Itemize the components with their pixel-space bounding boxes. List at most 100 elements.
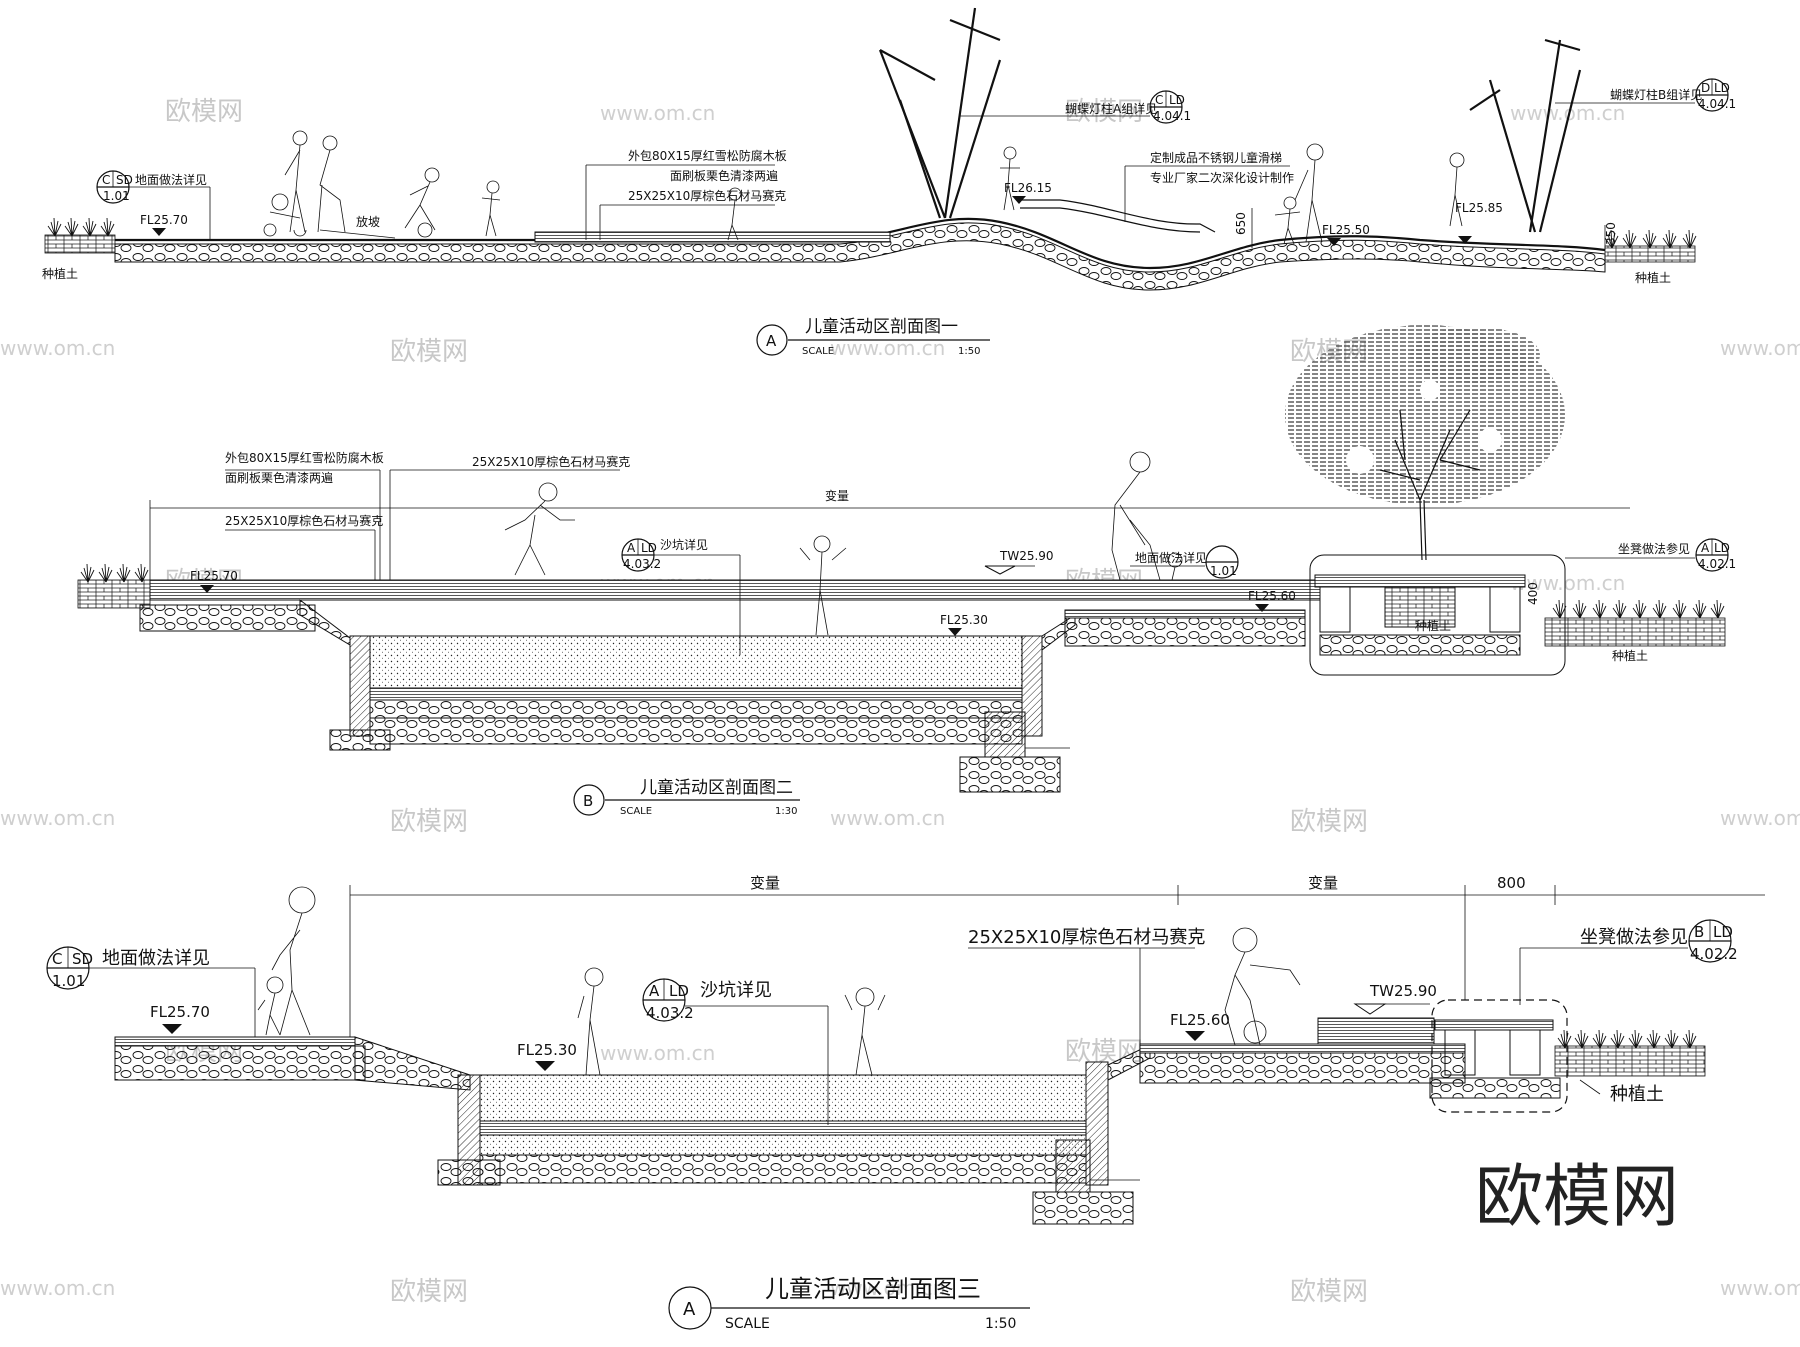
slide <box>1020 199 1216 233</box>
butterfly-lamp-a <box>878 7 1002 219</box>
watermark: 欧模网 <box>1065 97 1143 127</box>
svg-text:25X25X10厚棕色石材马赛克: 25X25X10厚棕色石材马赛克 <box>628 188 786 203</box>
svg-text:LD: LD <box>1169 93 1185 107</box>
wood-deck <box>149 579 1321 601</box>
watermark-url: www.om.cn <box>1510 571 1625 595</box>
stone-base-right <box>1064 617 1306 647</box>
planting-soil-label: 种植土 <box>1612 648 1648 663</box>
svg-text:LD: LD <box>641 541 657 555</box>
level-markers <box>152 196 1472 246</box>
svg-text:C: C <box>52 950 62 968</box>
leader-text: 地面做法详见 <box>135 172 207 187</box>
slope-label: 放坡 <box>356 214 380 229</box>
people-figures <box>263 130 1465 245</box>
svg-text:4.02.1: 4.02.1 <box>1698 557 1736 571</box>
section-title: 儿童活动区剖面图二 <box>640 778 793 798</box>
gravel-base <box>369 717 1023 745</box>
watermark: 欧模网 <box>1290 1277 1368 1307</box>
sandpit-wall-left <box>349 635 371 737</box>
section-3: 变量 变量 800 <box>46 874 1765 1332</box>
svg-text:蝴蝶灯柱B组详见: 蝴蝶灯柱B组详见 <box>1610 87 1702 102</box>
svg-text:SCALE: SCALE <box>725 1316 770 1332</box>
stone-base-band <box>114 222 1606 291</box>
svg-text:A: A <box>1701 541 1710 555</box>
drain-pit <box>1055 1139 1091 1193</box>
planting-soil-label: 种植土 <box>1610 1084 1664 1105</box>
svg-text:面刷板栗色清漆两遍: 面刷板栗色清漆两遍 <box>670 169 778 183</box>
detail-ref-sandpit: A LD 4.03.2 沙坑详见 <box>621 537 741 655</box>
planting-soil-label: 种植土 <box>42 266 78 281</box>
section-title-3: A 儿童活动区剖面图三 SCALE 1:50 <box>668 1275 1030 1332</box>
watermark: 欧模网 <box>390 337 468 367</box>
footing-left <box>437 1159 501 1186</box>
slope-base <box>354 1036 471 1091</box>
stone-base <box>139 604 316 632</box>
watermark: 欧模网 <box>390 1277 468 1307</box>
material-callout: 外包80X15厚红雪松防腐木板 面刷板栗色清漆两遍 25X25X10厚棕色石材马… <box>225 450 630 580</box>
svg-text:1:30: 1:30 <box>775 806 797 817</box>
svg-text:D: D <box>1701 81 1710 95</box>
dimension-label: 650 <box>1234 212 1248 235</box>
section-2: 变量 <box>77 325 1736 817</box>
svg-text:1.01: 1.01 <box>1210 564 1237 578</box>
detail-ref-ground: 地面做法详见 1.01 <box>1130 545 1239 579</box>
detail-ref-ground: C SD 1.01 地面做法详见 <box>46 946 256 1037</box>
svg-text:4.04.1: 4.04.1 <box>1153 109 1191 123</box>
svg-text:外包80X15厚红雪松防腐木板: 外包80X15厚红雪松防腐木板 <box>628 148 787 163</box>
detail-ref-lamp-a: 蝴蝶灯柱A组详见 C LD 4.04.1 <box>960 90 1191 124</box>
svg-text:地面做法详见: 地面做法详见 <box>1135 550 1207 565</box>
watermark: 欧模网 <box>390 807 468 837</box>
butterfly-lamp-b <box>1469 38 1582 233</box>
watermark-url: www.om.cn <box>0 1276 115 1300</box>
dimension-label: 400 <box>1526 582 1540 605</box>
level-label: TW25.90 <box>1369 982 1437 1000</box>
title-badge: A <box>766 332 777 350</box>
gravel-layer <box>479 1134 1087 1156</box>
dimension-label: 800 <box>1497 874 1526 892</box>
section-title-2: B 儿童活动区剖面图二 SCALE 1:30 <box>573 778 800 817</box>
svg-text:SD: SD <box>72 950 93 968</box>
grass <box>1557 1029 1697 1049</box>
planting-soil-left <box>77 579 151 609</box>
watermark: 欧模网 <box>165 97 243 127</box>
level-label: FL25.50 <box>1322 223 1370 237</box>
tree <box>1285 325 1565 561</box>
watermark-url: www.om.cn <box>1720 336 1800 360</box>
detail-ref-bench: 坐凳做法参见 A LD 4.02.1 <box>1565 538 1736 572</box>
level-label: FL25.85 <box>1455 201 1503 215</box>
detail-ref-sandpit: A LD 4.03.2 沙坑详见 <box>642 978 829 1125</box>
svg-text:坐凳做法参见: 坐凳做法参见 <box>1618 541 1690 556</box>
gravel-layer <box>369 699 1023 719</box>
watermark: 欧模网 <box>1290 807 1368 837</box>
sand-fill <box>479 1074 1087 1122</box>
wood-deck <box>534 231 891 243</box>
dimension-label: 变量 <box>1308 874 1338 892</box>
section-title: 儿童活动区剖面图三 <box>765 1275 981 1303</box>
svg-text:沙坑详见: 沙坑详见 <box>660 537 708 552</box>
level-label: FL25.70 <box>140 213 188 227</box>
level-markers <box>162 1003 1387 1071</box>
material-callout: 外包80X15厚红雪松防腐木板 面刷板栗色清漆两遍 25X25X10厚棕色石材马… <box>585 148 787 240</box>
dimension-label: 变量 <box>825 488 849 503</box>
svg-text:LD: LD <box>1714 81 1730 95</box>
brand-logo: 欧模网 <box>1475 1158 1679 1237</box>
svg-text:A: A <box>627 541 636 555</box>
svg-text:1:50: 1:50 <box>985 1316 1016 1332</box>
svg-text:25X25X10厚棕色石材马赛克: 25X25X10厚棕色石材马赛克 <box>225 513 383 528</box>
stone-base-right <box>1139 1052 1466 1084</box>
planting-soil-right <box>1544 617 1726 647</box>
watermark-url: www.om.cn <box>830 806 945 830</box>
detail-ref-ground: C SD 1.01 地面做法详见 <box>96 170 211 240</box>
drain-base <box>1032 1191 1134 1225</box>
drain-base <box>959 756 1061 793</box>
svg-text:1.01: 1.01 <box>103 189 130 203</box>
sand-layer <box>479 1120 1087 1136</box>
svg-text:C: C <box>102 173 110 187</box>
watermark-url: www.om.cn <box>600 101 715 125</box>
svg-text:沙坑详见: 沙坑详见 <box>700 980 772 1001</box>
level-label: FL25.60 <box>1170 1011 1230 1029</box>
gravel-base <box>479 1154 1087 1184</box>
slide-callout: 定制成品不锈钢儿童滑梯 专业厂家二次深化设计制作 <box>1124 150 1294 222</box>
svg-text:25X25X10厚棕色石材马赛克: 25X25X10厚棕色石材马赛克 <box>968 927 1205 948</box>
